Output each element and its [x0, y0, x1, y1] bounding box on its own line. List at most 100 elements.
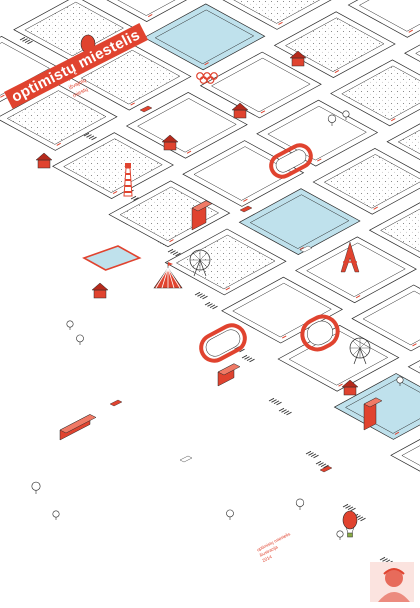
crosswalk — [268, 397, 282, 406]
wheel-spoke — [359, 347, 368, 356]
tree-icon — [76, 334, 84, 345]
crosswalk-stripe — [249, 358, 255, 363]
city-block — [108, 180, 231, 248]
crosswalk-stripe — [345, 505, 351, 509]
wheel-leg — [193, 259, 201, 277]
tree-icon — [52, 510, 60, 520]
crosswalk-stripe — [320, 463, 327, 467]
house-roof — [91, 282, 109, 291]
lot-label-mark — [243, 198, 248, 202]
pool-icon — [82, 245, 142, 271]
crosswalk-stripe — [342, 503, 349, 508]
crosswalk-stripe — [357, 516, 364, 520]
pool-water — [82, 245, 142, 271]
crosswalk-stripe — [88, 135, 95, 139]
house-icon — [35, 152, 53, 169]
lighthouse-icon — [123, 163, 133, 197]
lot-label-mark — [225, 287, 231, 291]
car-icon — [109, 399, 123, 407]
lot-label-mark — [281, 335, 287, 339]
tree-crown — [66, 320, 74, 328]
tree-icon — [336, 530, 344, 540]
box-top — [59, 414, 97, 434]
lot-area — [284, 17, 385, 72]
lot-area — [175, 234, 276, 290]
crosswalk — [19, 36, 33, 45]
city-block — [386, 123, 420, 161]
crosswalk-stripe — [278, 407, 285, 412]
house-wall — [233, 109, 247, 119]
block-outline — [407, 360, 420, 374]
crosswalk — [204, 301, 218, 310]
track-oval — [269, 143, 313, 179]
lot-label-mark — [373, 206, 378, 210]
tent-stripe — [167, 267, 175, 289]
lot-area — [119, 186, 220, 241]
crosswalk — [167, 248, 181, 257]
lot-label-mark — [338, 383, 343, 387]
tower-body — [340, 241, 360, 273]
crosswalk — [305, 450, 319, 459]
crosswalk-stripe — [91, 136, 97, 141]
lot-label-mark — [317, 158, 322, 162]
lot-label-mark — [355, 295, 361, 299]
crosswalk-stripe — [268, 397, 275, 402]
city-block — [404, 44, 420, 62]
lot-area — [401, 445, 420, 466]
wheel-leg — [359, 347, 367, 365]
crosswalk-stripe — [286, 411, 292, 416]
lot-area — [344, 379, 420, 434]
balloon-basket — [347, 532, 353, 538]
car-icon — [299, 245, 313, 253]
house-icon — [161, 134, 179, 151]
crosswalk-stripe — [170, 250, 176, 254]
crosswalk-stripe — [315, 460, 322, 465]
tree-icon — [66, 320, 74, 330]
lot-area — [415, 50, 420, 57]
crosswalk-stripe — [207, 303, 213, 307]
crosswalk — [241, 354, 255, 363]
tent-stripe — [155, 267, 169, 289]
city-block — [221, 276, 344, 344]
tent-stripe — [167, 267, 181, 289]
lot-area — [233, 0, 321, 24]
tree-crown — [327, 114, 337, 123]
crosswalk-stripe — [276, 401, 282, 406]
crosswalk-stripe — [83, 132, 90, 137]
lot-area — [232, 282, 332, 338]
crosswalk-stripe — [209, 304, 216, 308]
lot-label-mark — [260, 110, 266, 114]
lot-area — [362, 290, 420, 346]
house-icon — [341, 379, 359, 396]
city-block — [164, 228, 287, 296]
tent-stripe — [161, 267, 169, 289]
city-block — [330, 59, 420, 127]
crosswalk — [342, 503, 356, 512]
red-museum-building — [217, 363, 241, 387]
lot-label-mark — [278, 21, 283, 25]
crosswalk — [278, 407, 292, 416]
crosswalk-stripe — [212, 305, 218, 310]
crosswalk-stripe — [271, 399, 277, 403]
house-roof — [341, 379, 359, 388]
car-icon — [319, 465, 333, 473]
lot-label-mark — [0, 94, 5, 98]
lot-label-mark — [390, 118, 396, 122]
balloon-rope — [345, 526, 349, 534]
crosswalk-stripe — [379, 556, 386, 561]
balloon-envelope — [342, 510, 358, 530]
crosswalk-stripe — [283, 410, 290, 414]
wheel-spoke — [359, 340, 368, 349]
crosswalk-stripe — [308, 452, 314, 456]
city-block — [222, 0, 332, 30]
lot-area — [154, 9, 255, 65]
crosswalk — [315, 460, 329, 469]
crosswalk-stripe — [27, 40, 33, 45]
lot-area — [117, 0, 176, 16]
crosswalk-stripe — [194, 291, 201, 296]
house-icon — [289, 50, 307, 67]
wheel-spoke — [352, 347, 361, 356]
tree-crown — [336, 530, 344, 538]
box-top — [363, 397, 383, 408]
house-roof — [289, 50, 307, 59]
